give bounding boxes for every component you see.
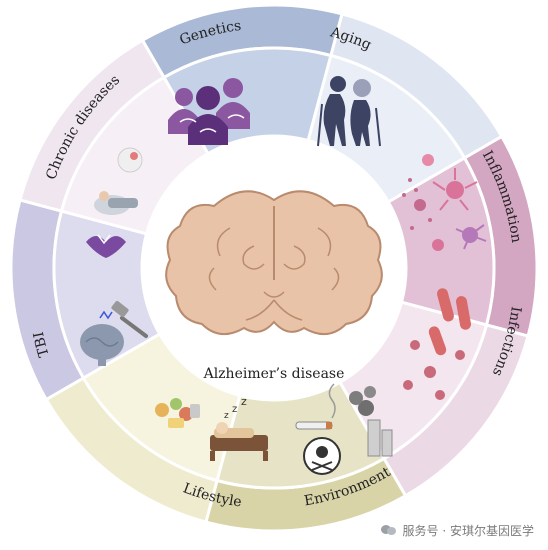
pollution-toxin-icon [295, 383, 393, 475]
dna-family-icon [168, 78, 250, 145]
segment-label-tbi: TBI [31, 330, 53, 359]
svg-text:z: z [241, 395, 247, 408]
chronic-organs-icon [86, 147, 143, 258]
svg-text:z: z [232, 404, 237, 415]
brain-injury-icon [80, 300, 148, 366]
watermark: 服务号 · 安琪尔基因医学 [376, 520, 538, 540]
watermark-text: 服务号 · 安琪尔基因医学 [402, 523, 534, 538]
center-label: Alzheimer’s disease [203, 366, 345, 382]
elderly-couple-icon [317, 76, 381, 147]
svg-text:z: z [224, 411, 229, 421]
wechat-icon [380, 523, 397, 537]
bacteria-virus-icon [403, 288, 471, 400]
brain-coronal-section-icon [165, 190, 383, 335]
food-sleep-icon: z z z [155, 395, 268, 461]
immune-cells-icon [402, 154, 487, 251]
